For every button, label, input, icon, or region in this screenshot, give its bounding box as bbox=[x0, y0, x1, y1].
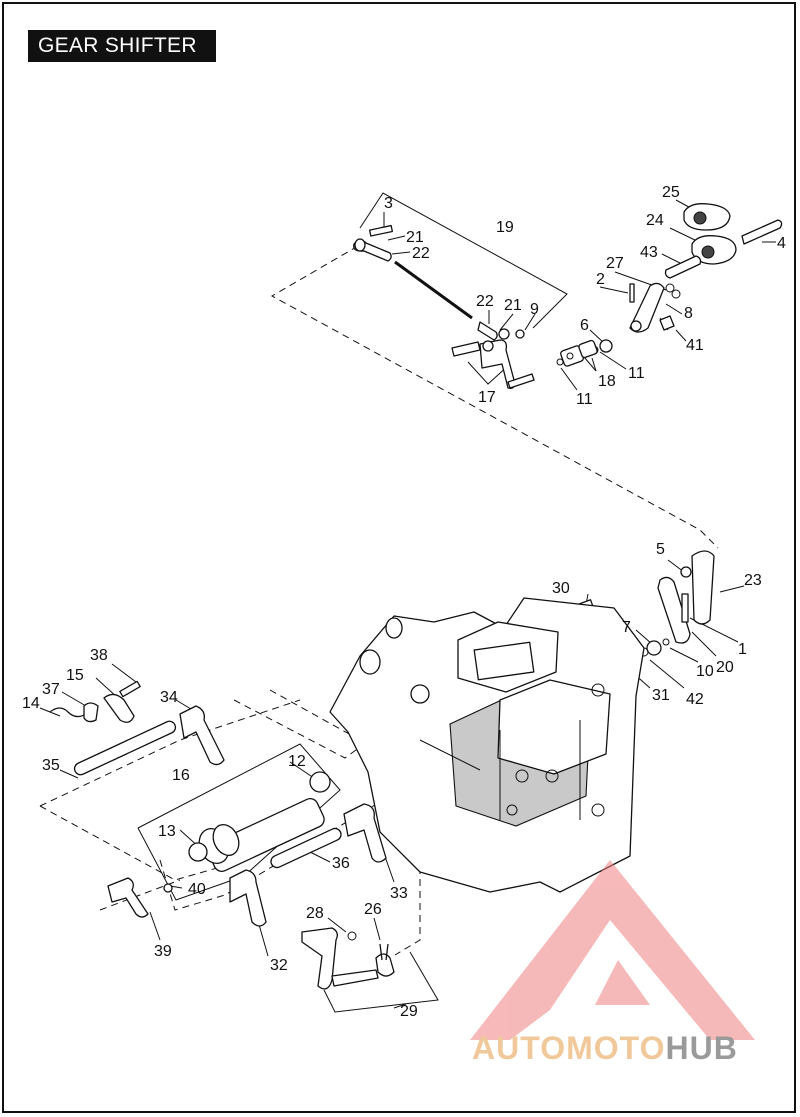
callout-17: 17 bbox=[478, 389, 496, 406]
callout-38: 38 bbox=[90, 647, 108, 664]
callout-41: 41 bbox=[686, 337, 704, 354]
callout-14: 14 bbox=[22, 695, 40, 712]
callout-39: 39 bbox=[154, 943, 172, 960]
callout-37: 37 bbox=[42, 681, 60, 698]
callout-21a: 21 bbox=[406, 229, 424, 246]
title-banner: GEAR SHIFTER bbox=[28, 30, 216, 62]
callout-27: 27 bbox=[606, 255, 624, 272]
callout-10: 10 bbox=[696, 663, 714, 680]
callout-18: 18 bbox=[598, 373, 616, 390]
callout-29: 29 bbox=[400, 1003, 418, 1020]
transmission-housing bbox=[329, 597, 645, 893]
callout-1: 1 bbox=[738, 641, 747, 658]
callout-13: 13 bbox=[158, 823, 176, 840]
logo-text-auto: AUTO bbox=[472, 1030, 567, 1066]
callout-7: 7 bbox=[622, 619, 631, 636]
callout-24: 24 bbox=[646, 212, 664, 229]
callout-labels: 25 24 4 3 21 22 19 43 2 27 8 22 21 9 6 4… bbox=[22, 184, 786, 1020]
callout-11a: 11 bbox=[628, 365, 645, 382]
callout-36: 36 bbox=[332, 855, 350, 872]
callout-26: 26 bbox=[364, 901, 382, 918]
callout-34: 34 bbox=[160, 689, 178, 706]
logo-text-hub: HUB bbox=[665, 1030, 738, 1066]
callout-30: 30 bbox=[552, 580, 570, 597]
callout-33: 33 bbox=[390, 885, 408, 902]
callout-15: 15 bbox=[66, 667, 84, 684]
shift-rod-assembly bbox=[353, 224, 535, 389]
shifter-pawl-assembly bbox=[301, 927, 395, 990]
callout-40: 40 bbox=[188, 881, 206, 898]
callout-21b: 21 bbox=[504, 297, 522, 314]
callout-5: 5 bbox=[656, 541, 665, 558]
page-title: GEAR SHIFTER bbox=[38, 34, 197, 57]
callout-2: 2 bbox=[596, 271, 605, 288]
callout-32: 32 bbox=[270, 957, 288, 974]
callout-11b: 11 bbox=[576, 391, 593, 408]
callout-20: 20 bbox=[716, 659, 734, 676]
callout-23: 23 bbox=[744, 572, 762, 589]
callout-6: 6 bbox=[580, 317, 589, 334]
shift-lever-linkage bbox=[556, 203, 783, 367]
callout-43: 43 bbox=[640, 244, 658, 261]
logo-wordmark: AUTOMOTOHUB bbox=[472, 1030, 738, 1067]
callout-25: 25 bbox=[662, 184, 680, 201]
detent-arm-parts bbox=[49, 680, 141, 723]
callout-35: 35 bbox=[42, 757, 60, 774]
callout-8: 8 bbox=[684, 305, 693, 322]
callout-4: 4 bbox=[777, 235, 786, 252]
callout-31: 31 bbox=[652, 687, 670, 704]
shift-forks-and-drum bbox=[73, 705, 387, 927]
logo-text-moto: MOTO bbox=[566, 1030, 666, 1066]
callout-42: 42 bbox=[686, 691, 704, 708]
callout-12: 12 bbox=[288, 753, 306, 770]
callout-28: 28 bbox=[306, 905, 324, 922]
automotohub-logo-icon bbox=[470, 860, 755, 1040]
callout-19: 19 bbox=[496, 219, 514, 236]
callout-3: 3 bbox=[384, 195, 393, 212]
callout-22b: 22 bbox=[476, 293, 494, 310]
callout-22a: 22 bbox=[412, 245, 430, 262]
logo-triangle-core bbox=[595, 960, 650, 1005]
logo-triangle-outer bbox=[470, 860, 755, 1040]
callout-9: 9 bbox=[530, 301, 539, 318]
callout-16: 16 bbox=[172, 767, 190, 784]
